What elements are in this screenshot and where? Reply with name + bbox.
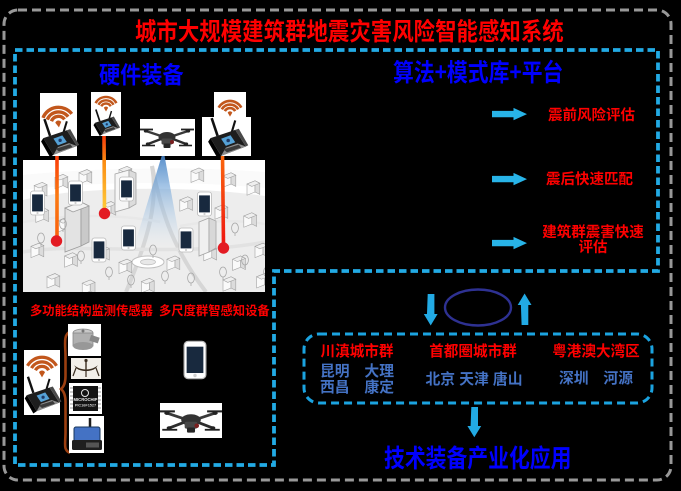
svg-text:PIC16F1527: PIC16F1527 — [75, 404, 96, 408]
svg-text:MICROCHIP: MICROCHIP — [74, 397, 98, 402]
